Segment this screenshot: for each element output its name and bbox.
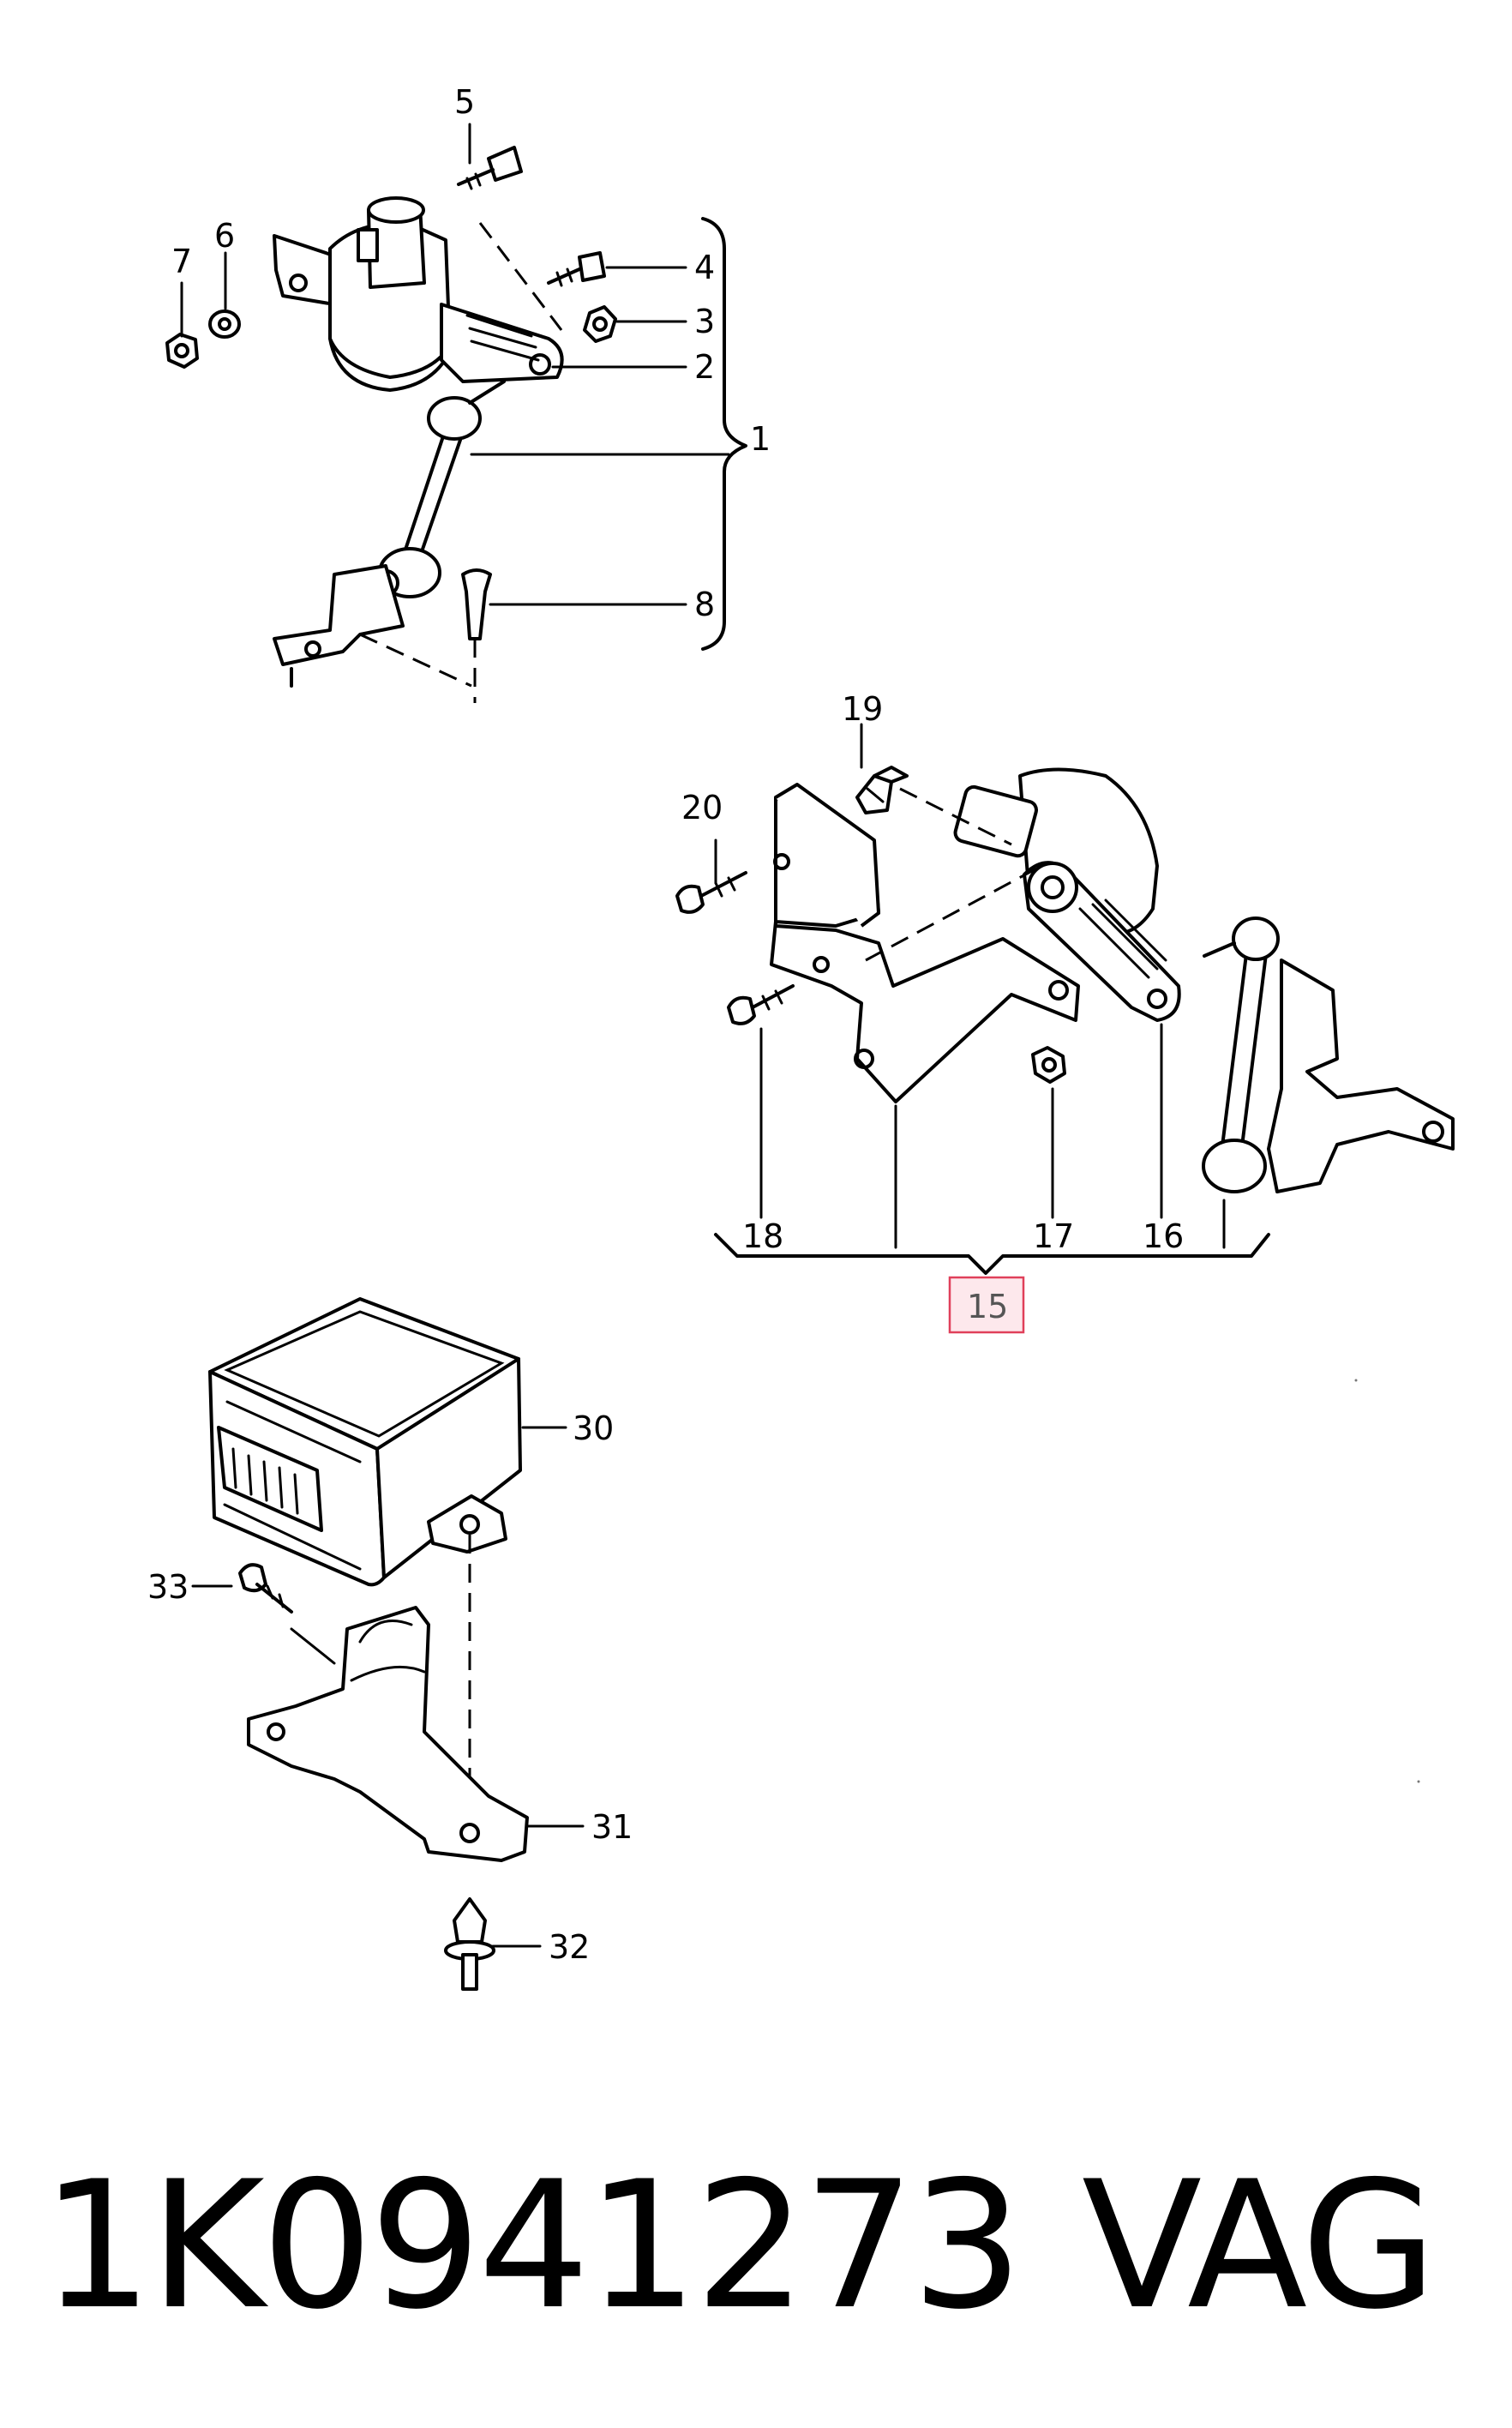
bracket-31 — [247, 1606, 529, 1862]
callout-19: 19 — [842, 690, 883, 728]
linkage-rod — [401, 414, 452, 559]
nut-17 — [1031, 1046, 1066, 1084]
bolt-5 — [487, 146, 523, 182]
rod-bottom-joint-15 — [1202, 1139, 1267, 1193]
part-number: 1K0941273 — [41, 2144, 1023, 2348]
callout-17: 17 — [1033, 1217, 1074, 1255]
control-unit-side — [375, 1357, 522, 1579]
callout-5: 5 — [454, 83, 475, 121]
clip-32 — [453, 1897, 487, 1944]
nut-7 — [165, 333, 199, 369]
sensor-assembly-1 — [165, 146, 617, 703]
washer-6 — [208, 310, 241, 339]
callout-32: 32 — [549, 1928, 590, 1966]
callout-7: 7 — [171, 243, 192, 280]
callout-leaders-assembly-30 — [191, 1426, 585, 1948]
linkage-rod-15 — [1220, 946, 1249, 1155]
callout-31: 31 — [591, 1808, 633, 1846]
callout-4: 4 — [694, 249, 715, 286]
sensor-connector-15 — [953, 784, 1038, 858]
lever-eye — [529, 353, 551, 376]
control-unit-assembly-30 — [208, 1297, 529, 1991]
bolt-20 — [675, 884, 705, 914]
callout-leaders-assembly-1 — [180, 123, 747, 651]
callout-20: 20 — [681, 789, 723, 826]
callout-6: 6 — [214, 217, 235, 255]
callout-leaders-assembly-15 — [714, 723, 1270, 1275]
bolt-8 — [461, 568, 492, 640]
callout-1: 1 — [750, 420, 771, 458]
brand-name: VAG — [1082, 2144, 1437, 2348]
nut-3 — [583, 305, 617, 343]
lower-bracket-15 — [1267, 959, 1455, 1193]
rod-top-joint-15 — [1232, 917, 1280, 961]
mounting-ear — [427, 1494, 507, 1554]
rod-ball-joint-top — [427, 396, 482, 441]
connector-latch — [357, 228, 379, 262]
sensor-body-edge — [328, 337, 447, 379]
callout-15: 15 — [967, 1288, 1008, 1325]
lever-ribs — [465, 314, 540, 362]
callout-8: 8 — [694, 586, 715, 623]
bracket-hole — [289, 273, 308, 292]
callout-30: 30 — [573, 1409, 614, 1447]
sensor-lever-arm — [440, 303, 564, 383]
bolt-4 — [578, 251, 606, 282]
callout-16: 16 — [1143, 1217, 1184, 1255]
callout-33: 33 — [147, 1568, 189, 1606]
bolt-18 — [727, 995, 756, 1025]
callout-15-highlight — [948, 1276, 1025, 1334]
lower-bracket — [273, 564, 405, 666]
callout-3: 3 — [694, 303, 715, 340]
connector-top — [367, 196, 425, 224]
callout-18: 18 — [742, 1217, 783, 1255]
callout-2: 2 — [694, 348, 715, 386]
sensor-assembly-15 — [675, 766, 1455, 1193]
